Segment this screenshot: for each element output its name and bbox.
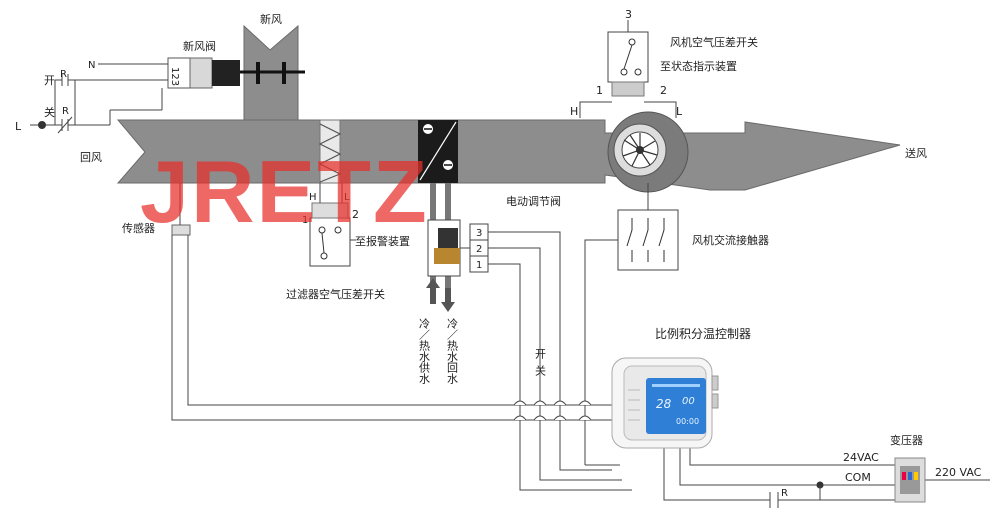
sensor	[171, 183, 191, 236]
supply-water-label: 冷／热水供水	[418, 318, 431, 384]
transformer	[894, 457, 926, 503]
r-label-3: R	[781, 488, 788, 499]
to-status-label: 至状态指示装置	[660, 59, 737, 73]
filter-switch-label: 过滤器空气压差开关	[286, 287, 385, 301]
fan-pressure-switch	[579, 20, 677, 118]
fan-h-label: H	[570, 105, 578, 118]
filter-h-label: H	[309, 192, 317, 203]
transformer-label: 变压器	[890, 433, 923, 447]
fan-terminal-1: 1	[596, 84, 603, 97]
fan-switch-label: 风机空气压差开关	[670, 35, 758, 49]
220vac-label: 220 VAC	[935, 466, 982, 479]
fresh-air-damper-label: 新风阀	[183, 39, 216, 53]
fan-switch-terminal-3: 3	[625, 8, 632, 21]
wire-crossings	[513, 400, 592, 421]
lcd-temp-right: 00	[682, 396, 695, 407]
valve-terminal-2: 2	[476, 244, 482, 255]
24vac-label: 24VAC	[843, 451, 879, 464]
r-label-1: R	[60, 69, 67, 80]
control-wiring	[171, 231, 990, 501]
supply-fan	[607, 111, 689, 193]
electric-valve	[427, 219, 489, 277]
damper-actuator: 123	[167, 57, 240, 89]
to-alarm-label: 至报警装置	[355, 234, 410, 248]
air-duct	[116, 119, 901, 191]
watermark: JRETZ	[140, 142, 429, 241]
filter-section	[318, 119, 342, 184]
controller-label: 比例积分温控制器	[655, 327, 751, 341]
pi-temperature-controller	[611, 357, 719, 449]
l-node	[38, 121, 46, 129]
return-water-label: 冷／热水回水	[446, 318, 459, 384]
lcd-temp-left: 28	[656, 397, 672, 411]
sensor-label: 传感器	[122, 222, 155, 235]
close-label: 关	[44, 105, 55, 119]
fan-terminal-2: 2	[660, 84, 667, 97]
coil-block	[418, 120, 458, 183]
fresh-air-damper	[236, 62, 305, 84]
filter-terminal-1: 1	[302, 215, 308, 226]
supply-air-label: 送风	[905, 146, 927, 160]
n-label: N	[88, 60, 95, 71]
contact-r	[769, 492, 790, 508]
open-label: 开	[44, 74, 55, 87]
actuator-terminals: 123	[169, 67, 180, 86]
r-label-2: R	[62, 106, 69, 117]
fan-l-label: L	[676, 105, 683, 118]
fan-contactor-label: 风机交流接触器	[692, 233, 769, 247]
fresh-air-label: 新风	[260, 12, 282, 26]
electric-valve-label: 电动调节阀	[506, 194, 561, 208]
lcd-time: 00:00	[676, 417, 699, 426]
valve-terminal-1: 1	[476, 260, 482, 271]
fan-contactor	[584, 183, 679, 465]
filter-pressure-switch	[309, 183, 356, 267]
l-label: L	[15, 120, 22, 133]
filter-l-label: L	[344, 192, 350, 203]
return-air-label: 回风	[80, 151, 102, 164]
com-label: COM	[845, 471, 871, 484]
filter-terminal-2: 2	[352, 208, 359, 221]
damper-wiring	[30, 63, 168, 134]
valve-terminal-3: 3	[476, 228, 482, 239]
